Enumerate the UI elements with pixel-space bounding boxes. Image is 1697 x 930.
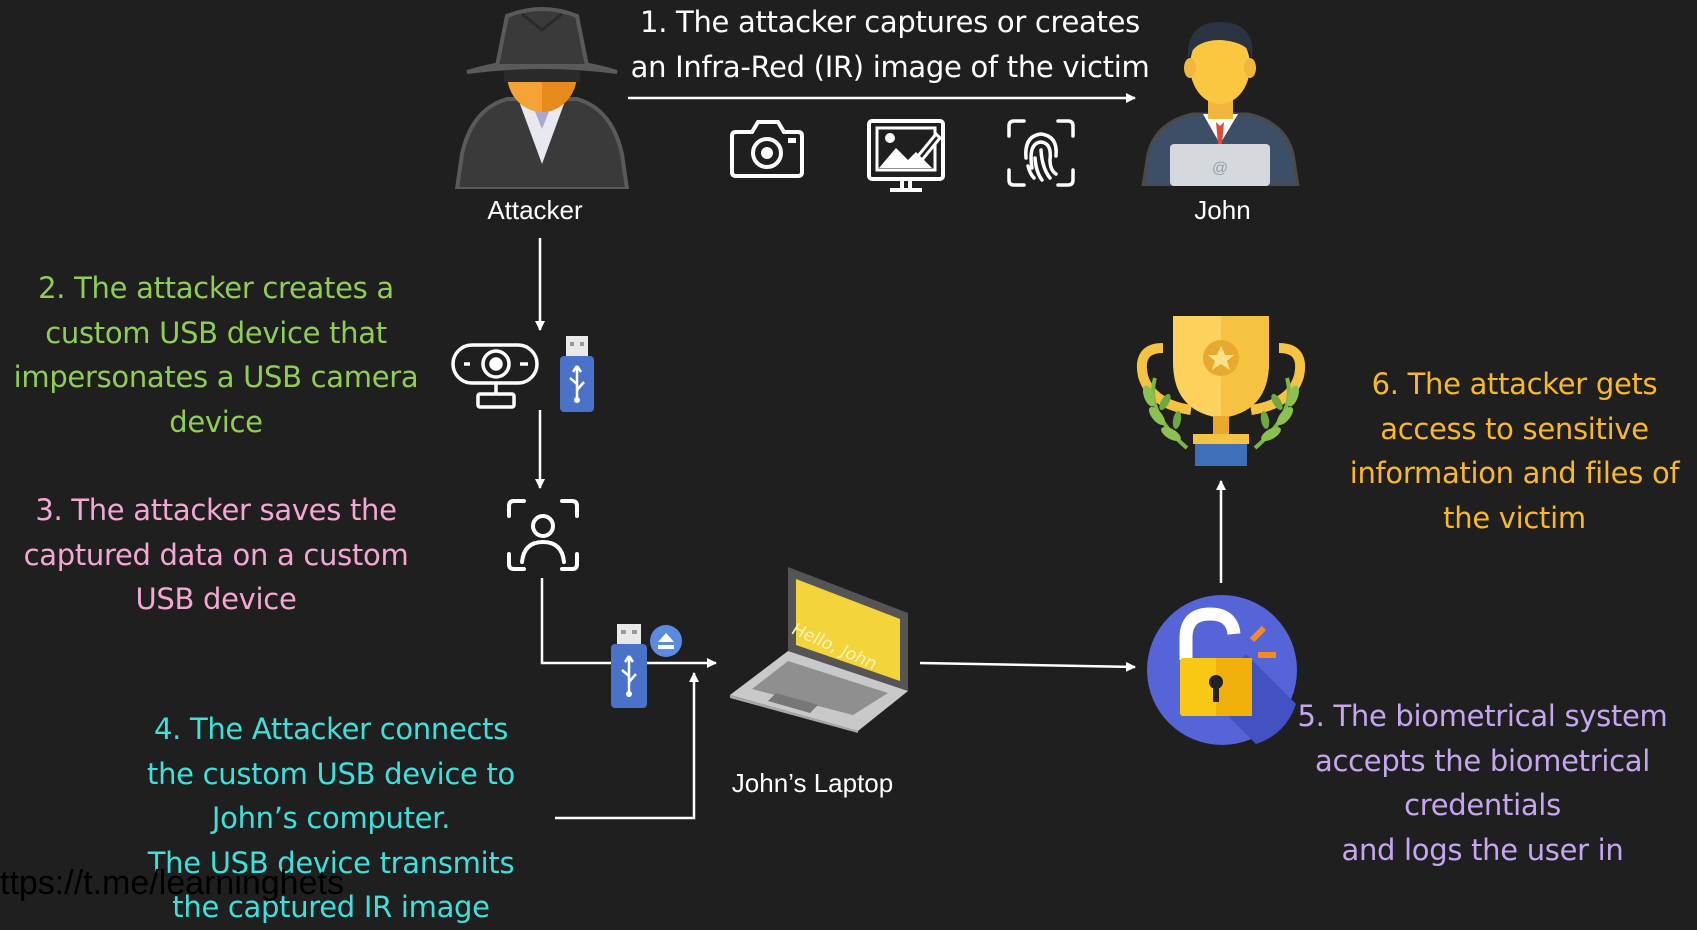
john-avatar-icon (1138, 4, 1303, 188)
laptop-label: John’s Laptop (731, 768, 894, 798)
step3-line: USB device (135, 582, 297, 616)
step6-line: information and files of (1349, 456, 1680, 490)
step5-line: credentials (1404, 788, 1561, 822)
usb-drive-icon (558, 334, 596, 414)
unlock-icon (1146, 594, 1298, 746)
step4-text: 4. The Attacker connects the custom USB … (100, 707, 562, 930)
step6-text: 6. The attacker gets access to sensitive… (1332, 362, 1697, 540)
step4-line: 4. The Attacker connects (153, 712, 509, 746)
arrow-step4-to-laptop (555, 672, 699, 820)
image-icon (866, 118, 946, 196)
laptop-icon: Hello, John (728, 565, 908, 733)
usb-drive-icon (609, 622, 649, 710)
step1-line: 1. The attacker captures or creates (640, 5, 1140, 39)
step3-line: captured data on a custom (23, 537, 409, 572)
watermark-url: ttps://t.me/learninghets (0, 864, 344, 902)
attacker-label: Attacker (487, 195, 583, 225)
fingerprint-icon (1006, 118, 1076, 188)
step3-line: 3. The attacker saves the (35, 493, 397, 527)
step6-line: the victim (1443, 500, 1586, 535)
step3-text: 3. The attacker saves the captured data … (0, 488, 432, 622)
step6-line: access to sensitive (1380, 411, 1649, 446)
step6-line: 6. The attacker gets (1371, 367, 1658, 401)
step5-line: 5. The biometrical system (1297, 699, 1668, 733)
step5-line: and logs the user in (1341, 832, 1624, 867)
camera-icon (730, 116, 804, 180)
arrow-laptop-to-lock (919, 661, 1136, 672)
step4-line: the captured IR image (172, 890, 490, 924)
arrow-facescan-to-laptop (540, 578, 717, 668)
john-laptop-at-sign: @ (1211, 160, 1229, 177)
webcam-icon (450, 342, 542, 410)
step4-line: The USB device transmits (147, 845, 515, 880)
step2-text: 2. The attacker creates a custom USB dev… (0, 266, 432, 444)
step2-line: device (169, 404, 263, 439)
step2-line: custom USB device that (45, 315, 387, 350)
john-label: John (1194, 195, 1251, 225)
step5-line: accepts the biometrical (1315, 743, 1650, 778)
step2-line: impersonates a USB camera (13, 360, 419, 394)
step1-line: an Infra-Red (IR) image of the victim (630, 49, 1150, 84)
step1-text: 1. The attacker captures or creates an I… (620, 0, 1160, 89)
step2-line: 2. The attacker creates a (38, 271, 394, 305)
step4-line: the custom USB device to (147, 756, 515, 791)
face-scan-icon (506, 498, 580, 572)
step4-line: John’s computer. (211, 801, 451, 835)
attacker-icon (452, 4, 632, 191)
step5-text: 5. The biometrical system accepts the bi… (1290, 694, 1675, 872)
usb-eject-icon (649, 624, 683, 658)
trophy-icon (1135, 312, 1307, 472)
